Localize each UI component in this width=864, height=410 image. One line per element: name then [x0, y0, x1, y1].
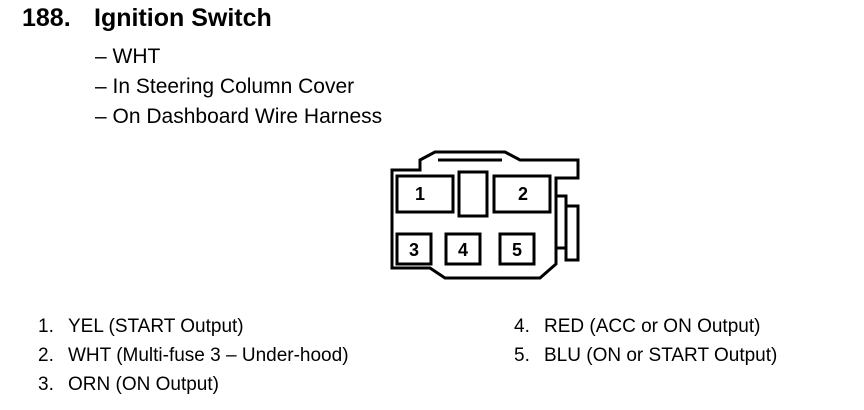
component-name: Ignition Switch: [94, 4, 272, 32]
pin-number: 5.: [514, 345, 530, 366]
pin-description: BLU (ON or START Output): [544, 345, 778, 366]
component-number: 188.: [22, 4, 71, 32]
pin-number: 4.: [514, 316, 530, 337]
pin-description: RED (ACC or ON Output): [544, 316, 761, 337]
cavity-centre: [457, 170, 489, 218]
cavity-1: [395, 174, 455, 214]
cavity-4: [444, 232, 482, 266]
pin-row-1: 1. YEL (START Output): [38, 312, 349, 341]
cavity-5: [498, 232, 536, 266]
component-details: – WHT – In Steering Column Cover – On Da…: [95, 42, 382, 132]
pin-row-4: 4. RED (ACC or ON Output): [514, 312, 777, 341]
pin-row-5: 5. BLU (ON or START Output): [514, 341, 777, 370]
connector-diagram: 1 2 3 4 5: [390, 150, 580, 280]
pin-number: 3.: [38, 374, 54, 395]
cavity-2: [492, 174, 552, 214]
detail-location: – In Steering Column Cover: [95, 75, 355, 98]
detail-connector-color: – WHT: [95, 45, 161, 68]
pin-list-right: 4. RED (ACC or ON Output) 5. BLU (ON or ST…: [514, 312, 777, 370]
pin-label-4: 4: [458, 240, 468, 260]
pin-list-left: 1. YEL (START Output) 2. WHT (Multi-fuse 3…: [38, 312, 349, 399]
pin-description: ORN (ON Output): [68, 374, 219, 395]
connector-latch: [556, 194, 580, 262]
pin-label-3: 3: [409, 240, 419, 260]
pin-number: 2.: [38, 345, 54, 366]
detail-harness: – On Dashboard Wire Harness: [95, 105, 383, 128]
pin-description: WHT (Multi-fuse 3 – Under-hood): [68, 345, 349, 366]
pin-label-5: 5: [512, 240, 522, 260]
cavity-3: [395, 232, 433, 266]
pin-number: 1.: [38, 316, 54, 337]
pin-row-3: 3. ORN (ON Output): [38, 370, 349, 399]
pin-label-2: 2: [518, 184, 528, 204]
pin-row-2: 2. WHT (Multi-fuse 3 – Under-hood): [38, 341, 349, 370]
component-heading: 188. Ignition Switch: [22, 4, 272, 33]
pin-description: YEL (START Output): [68, 316, 244, 337]
connector-housing: [390, 150, 580, 280]
pin-label-1: 1: [415, 184, 425, 204]
